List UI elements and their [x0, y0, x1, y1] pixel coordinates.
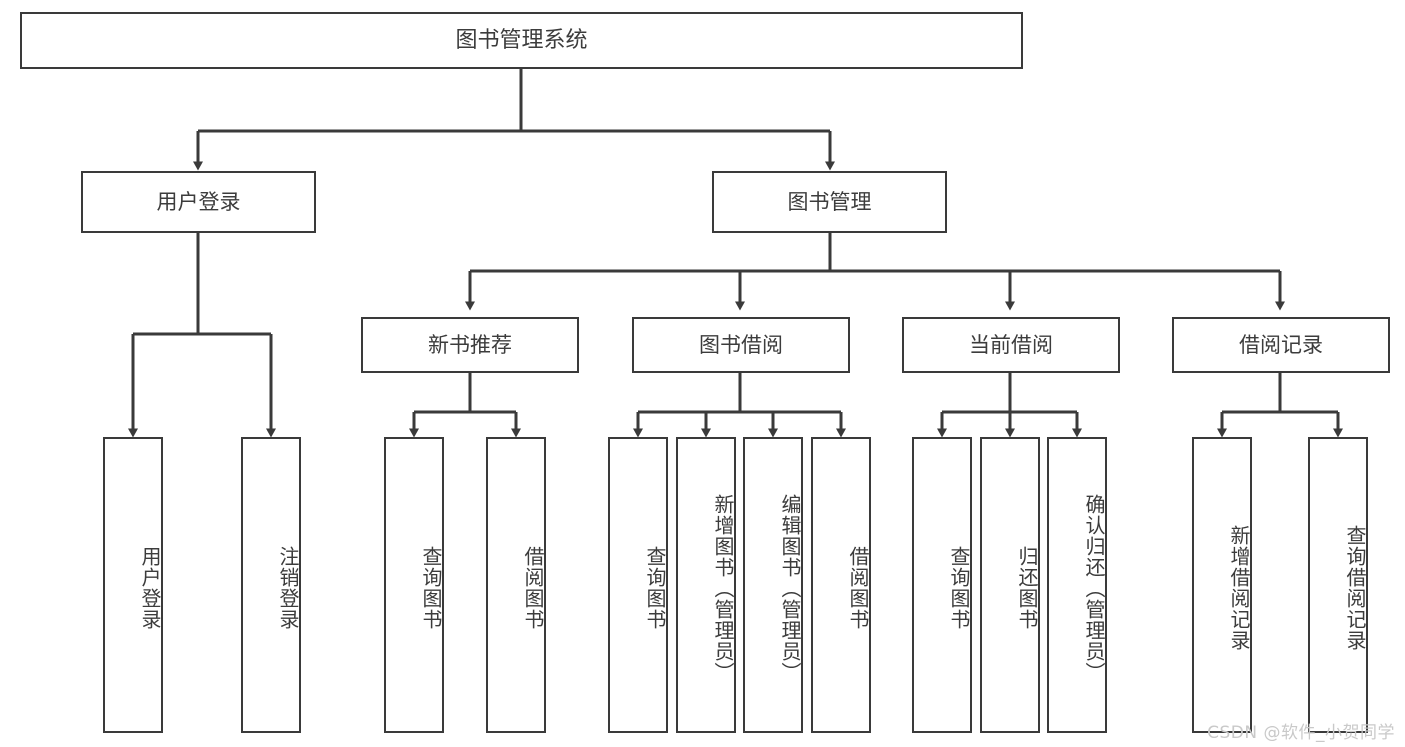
leaf-borrow-query-book-label: 查询图书 — [643, 546, 667, 630]
leaf-borrow-query-book[interactable]: 查询图书 — [608, 437, 668, 733]
node-borrow-records-label: 借阅记录 — [1239, 332, 1323, 357]
leaf-records-query[interactable]: 查询借阅记录 — [1308, 437, 1368, 733]
leaf-current-query-book-label: 查询图书 — [947, 546, 971, 630]
node-book-borrow-label: 图书借阅 — [699, 332, 783, 357]
leaf-records-add-label: 新增借阅记录 — [1227, 525, 1251, 651]
leaf-new-book-query[interactable]: 查询图书 — [384, 437, 444, 733]
leaf-borrow-borrow-book[interactable]: 借阅图书 — [811, 437, 871, 733]
leaf-current-confirm-return[interactable]: 确认归还（管理员） — [1047, 437, 1107, 733]
leaf-borrow-borrow-book-label: 借阅图书 — [846, 546, 870, 630]
node-current-borrow[interactable]: 当前借阅 — [902, 317, 1120, 373]
leaf-current-query-book[interactable]: 查询图书 — [912, 437, 972, 733]
leaf-user-login[interactable]: 用户登录 — [103, 437, 163, 733]
node-new-book-recommend[interactable]: 新书推荐 — [361, 317, 579, 373]
leaf-logout-label: 注销登录 — [276, 546, 300, 630]
leaf-new-book-borrow[interactable]: 借阅图书 — [486, 437, 546, 733]
leaf-current-return-book[interactable]: 归还图书 — [980, 437, 1040, 733]
leaf-records-query-label: 查询借阅记录 — [1343, 525, 1367, 651]
leaf-logout[interactable]: 注销登录 — [241, 437, 301, 733]
node-current-borrow-label: 当前借阅 — [969, 332, 1053, 357]
leaf-new-book-query-label: 查询图书 — [419, 546, 443, 630]
leaf-current-confirm-return-label: 确认归还（管理员） — [1082, 493, 1106, 683]
node-user-login-label: 用户登录 — [156, 189, 241, 214]
leaf-new-book-borrow-label: 借阅图书 — [521, 546, 545, 630]
leaf-borrow-edit-book-label: 编辑图书（管理员） — [778, 493, 802, 683]
leaf-borrow-edit-book[interactable]: 编辑图书（管理员） — [743, 437, 803, 733]
node-root[interactable]: 图书管理系统 — [20, 12, 1023, 69]
node-borrow-records[interactable]: 借阅记录 — [1172, 317, 1390, 373]
node-user-login[interactable]: 用户登录 — [81, 171, 316, 233]
csdn-watermark: CSDN @软件_小贺同学 — [1207, 723, 1395, 743]
leaf-borrow-add-book[interactable]: 新增图书（管理员） — [676, 437, 736, 733]
node-book-management[interactable]: 图书管理 — [712, 171, 947, 233]
leaf-borrow-add-book-label: 新增图书（管理员） — [711, 493, 735, 683]
leaf-user-login-label: 用户登录 — [138, 546, 162, 630]
leaf-records-add[interactable]: 新增借阅记录 — [1192, 437, 1252, 733]
node-book-management-label: 图书管理 — [787, 189, 872, 214]
node-root-label: 图书管理系统 — [455, 27, 588, 53]
node-book-borrow[interactable]: 图书借阅 — [632, 317, 850, 373]
node-new-book-recommend-label: 新书推荐 — [428, 332, 512, 357]
leaf-current-return-book-label: 归还图书 — [1015, 546, 1039, 630]
